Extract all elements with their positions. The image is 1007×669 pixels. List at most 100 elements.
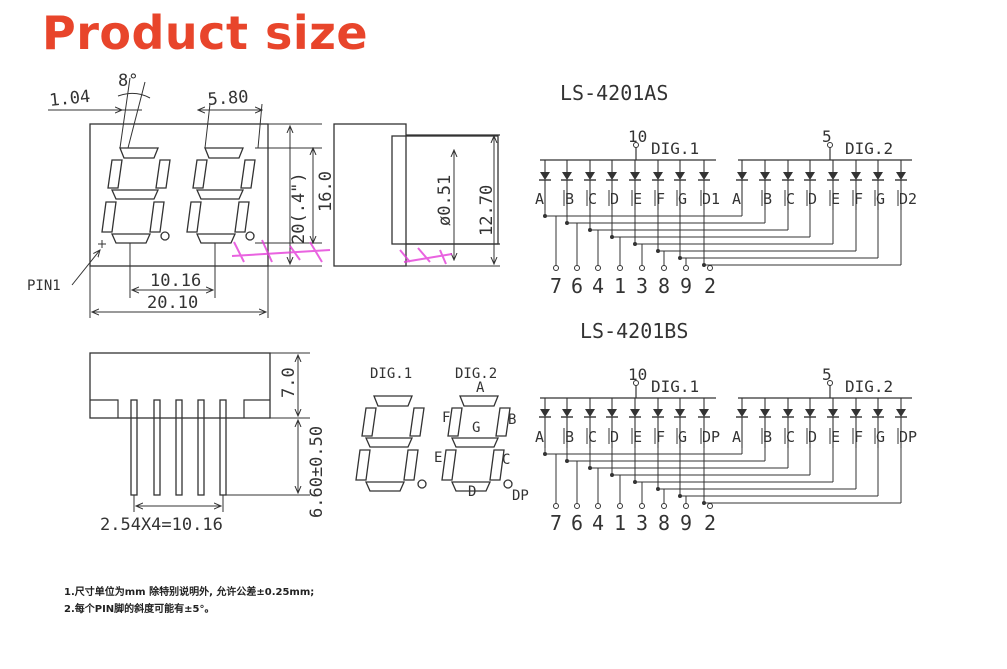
bs-d2-seg-label-2: C [786, 428, 795, 446]
bs-d2-diode-6 [873, 409, 883, 417]
bs-d2-diode-0 [737, 409, 747, 417]
bs-dig1-pin [633, 380, 639, 386]
as-pin-num-6: 9 [680, 274, 692, 298]
bs-dig2-pin [827, 380, 833, 386]
as-d2-seg-label-3: D [808, 190, 817, 208]
bs-d1-diode-4 [630, 409, 640, 417]
as-d2-diode-4 [828, 172, 838, 180]
bs-d1-diode-2 [585, 409, 595, 417]
bs-pin-2 [595, 503, 601, 509]
as-d1-diode-7 [699, 172, 709, 180]
bs-d1-diode-6 [675, 409, 685, 417]
as-d2-seg-label-4: E [831, 190, 840, 208]
seg-digit-2 [441, 395, 513, 492]
as-pin-num-1: 6 [571, 274, 583, 298]
bs-d2-diode-4 [828, 409, 838, 417]
bs-d1-diode-5 [653, 409, 663, 417]
as-d2-seg-label-0: A [732, 190, 741, 208]
dim-body-label: 7.0 [279, 367, 299, 398]
segment-view [355, 395, 513, 492]
front-digit-2 [186, 147, 256, 244]
as-pin-num-0: 7 [550, 274, 562, 298]
model-bs-label: LS-4201BS [580, 319, 688, 343]
bs-dig2-label: DIG.2 [845, 377, 893, 396]
as-d1-seg-label-2: C [588, 190, 597, 208]
bs-pin-num-2: 4 [592, 511, 604, 535]
bs-d1-seg-label-6: G [678, 428, 687, 446]
as-pin-1 [574, 265, 580, 271]
bs-dig1-label: DIG.1 [651, 377, 699, 396]
as-d1-diode-1 [562, 172, 572, 180]
as-d1-diode-0 [540, 172, 550, 180]
as-dig1-label: DIG.1 [651, 139, 699, 158]
bs-dig1-pin-num: 10 [628, 365, 647, 384]
bs-pin-1 [574, 503, 580, 509]
bs-d2-seg-label-0: A [732, 428, 741, 446]
bs-d1-diode-3 [607, 409, 617, 417]
bs-pin-num-1: 6 [571, 511, 583, 535]
bs-d2-diode-5 [851, 409, 861, 417]
as-d2-seg-label-2: C [786, 190, 795, 208]
as-d1-seg-label-1: B [565, 190, 574, 208]
side-view [333, 123, 500, 267]
as-pin-0 [553, 265, 559, 271]
bs-d1-seg-label-7: DP [702, 428, 720, 446]
bottom-body [89, 352, 271, 419]
as-d1-diode-2 [585, 172, 595, 180]
as-d1-diode-6 [675, 172, 685, 180]
as-d1-diode-3 [607, 172, 617, 180]
bs-pin-num-6: 9 [680, 511, 692, 535]
bs-d1-diode-7 [699, 409, 709, 417]
page-title: Product size [42, 6, 369, 60]
bs-pin-3 [617, 503, 623, 509]
bs-d2-diode-1 [760, 409, 770, 417]
note-1: 1.尺寸单位为mm 除特别说明外, 允许公差±0.25mm; [64, 587, 315, 598]
bs-pin-6 [683, 503, 689, 509]
as-d2-diode-0 [737, 172, 747, 180]
as-pin-num-7: 2 [704, 274, 716, 298]
bs-pin-num-3: 1 [614, 511, 626, 535]
dim-height-label: 20(.4") [289, 172, 309, 244]
as-pin-num-5: 8 [658, 274, 670, 298]
bs-d2-seg-label-4: E [831, 428, 840, 446]
bs-pin-0 [553, 503, 559, 509]
as-d2-seg-label-7: D2 [899, 190, 917, 208]
as-d2-seg-label-6: G [876, 190, 885, 208]
as-pin-2 [595, 265, 601, 271]
as-dig2-label: DIG.2 [845, 139, 893, 158]
dim-pin-len-label: 6.60±0.50 [307, 426, 327, 518]
front-digit-1 [101, 147, 171, 244]
seg-dp-label: DP [512, 488, 529, 504]
seg-b-label: B [508, 412, 516, 428]
model-as-label: LS-4201AS [560, 81, 668, 105]
as-d2-seg-label-1: B [763, 190, 772, 208]
as-pin-num-2: 4 [592, 274, 604, 298]
dim-pin-pitch-label: 2.54X4=10.16 [100, 515, 223, 535]
seg-d-label: D [468, 484, 476, 500]
as-d2-diode-6 [873, 172, 883, 180]
bs-pin-4 [639, 503, 645, 509]
dim-top-left: 1.04 [48, 87, 91, 111]
bs-d2-diode-2 [783, 409, 793, 417]
bs-d1-seg-label-5: F [656, 428, 665, 446]
bs-d1-seg-label-1: B [565, 428, 574, 446]
bs-d1-diode-0 [540, 409, 550, 417]
dim-pin-label: ø0.51 [435, 175, 455, 226]
bs-d2-seg-label-5: F [854, 428, 863, 446]
bs-pin-7 [707, 503, 713, 509]
pin1-label: PIN1 [27, 278, 61, 294]
as-d1-seg-label-6: G [678, 190, 687, 208]
dim-digit-pitch: 10.16 [150, 271, 201, 291]
seg-c-label: C [502, 452, 510, 468]
as-d1-diode-5 [653, 172, 663, 180]
seg-digit-1 [355, 395, 427, 492]
bs-d1-seg-label-0: A [535, 428, 544, 446]
seg-f-label: F [442, 410, 450, 426]
bs-d2-diode-7 [896, 409, 906, 417]
bs-pin-num-7: 2 [704, 511, 716, 535]
as-pin-num-4: 3 [636, 274, 648, 298]
note-2: 2.每个PIN脚的斜度可能有±5°。 [64, 604, 215, 615]
seg-a-label: A [476, 380, 485, 396]
bs-pin-5 [661, 503, 667, 509]
bs-pin-num-4: 3 [636, 511, 648, 535]
